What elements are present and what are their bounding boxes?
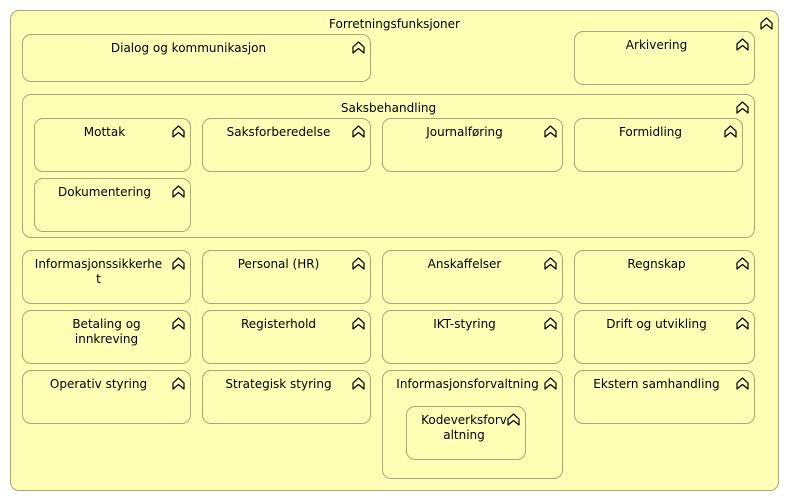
- function-icon: [171, 184, 186, 199]
- function-registerhold[interactable]: Registerhold: [202, 310, 371, 364]
- function-kodeverksforvaltning[interactable]: Kodeverksforvaltning: [406, 406, 526, 460]
- function-label: Personal (HR): [237, 257, 320, 271]
- function-betaling-og-innkreving[interactable]: Betaling og innkreving: [22, 310, 191, 364]
- function-label: Arkivering: [625, 38, 688, 52]
- function-icon: [735, 37, 750, 52]
- function-anskaffelser[interactable]: Anskaffelser: [382, 250, 563, 304]
- function-label: Dokumentering: [57, 185, 152, 199]
- function-label: Kodeverksforvaltning: [421, 413, 507, 442]
- function-icon: [351, 124, 366, 139]
- function-label: Drift og utvikling: [606, 317, 707, 331]
- function-label: Mottak: [83, 125, 126, 139]
- function-label: Formidling: [618, 125, 683, 139]
- function-arkivering[interactable]: Arkivering: [574, 31, 755, 85]
- function-personal-hr[interactable]: Personal (HR): [202, 250, 371, 304]
- function-label: Anskaffelser: [427, 257, 502, 271]
- function-label: Journalføring: [426, 125, 503, 139]
- function-icon: [759, 16, 774, 31]
- function-icon: [735, 376, 750, 391]
- function-label: Informasjonsforvaltning: [396, 377, 539, 391]
- function-icon: [543, 256, 558, 271]
- function-journalforing[interactable]: Journalføring: [382, 118, 563, 172]
- function-icon: [171, 316, 186, 331]
- function-icon: [543, 316, 558, 331]
- function-label: IKT-styring: [433, 317, 496, 331]
- function-mottak[interactable]: Mottak: [34, 118, 191, 172]
- function-dialog-og-kommunikasjon[interactable]: Dialog og kommunikasjon: [22, 34, 371, 82]
- function-ekstern-samhandling[interactable]: Ekstern samhandling: [574, 370, 755, 424]
- function-icon: [351, 40, 366, 55]
- function-icon: [543, 124, 558, 139]
- function-label: Ekstern samhandling: [593, 377, 720, 391]
- function-label: Operativ styring: [49, 377, 148, 391]
- function-icon: [171, 124, 186, 139]
- function-label: Regnskap: [627, 257, 686, 271]
- function-icon: [735, 100, 750, 115]
- function-informasjonssikkerhet[interactable]: Informasjonssikkerhet: [22, 250, 191, 304]
- function-label: Dialog og kommunikasjon: [110, 41, 267, 55]
- function-icon: [543, 376, 558, 391]
- function-drift-og-utvikling[interactable]: Drift og utvikling: [574, 310, 755, 364]
- function-saksforberedelse[interactable]: Saksforberedelse: [202, 118, 371, 172]
- function-label: Saksbehandling: [340, 101, 437, 115]
- function-icon: [171, 256, 186, 271]
- function-icon: [506, 412, 521, 427]
- function-icon: [723, 124, 738, 139]
- function-icon: [351, 316, 366, 331]
- function-label: Informasjonssikkerhet: [34, 257, 163, 286]
- function-strategisk-styring[interactable]: Strategisk styring: [202, 370, 371, 424]
- function-ikt-styring[interactable]: IKT-styring: [382, 310, 563, 364]
- function-icon: [171, 376, 186, 391]
- function-label: Registerhold: [240, 317, 317, 331]
- function-label: Strategisk styring: [225, 377, 332, 391]
- function-formidling[interactable]: Formidling: [574, 118, 743, 172]
- function-icon: [735, 256, 750, 271]
- function-icon: [351, 256, 366, 271]
- function-operativ-styring[interactable]: Operativ styring: [22, 370, 191, 424]
- function-icon: [735, 316, 750, 331]
- function-label: Forretningsfunksjoner: [329, 17, 460, 31]
- function-label: Betaling og innkreving: [72, 317, 141, 346]
- function-label: Saksforberedelse: [226, 125, 331, 139]
- function-dokumentering[interactable]: Dokumentering: [34, 178, 191, 232]
- function-regnskap[interactable]: Regnskap: [574, 250, 755, 304]
- function-icon: [351, 376, 366, 391]
